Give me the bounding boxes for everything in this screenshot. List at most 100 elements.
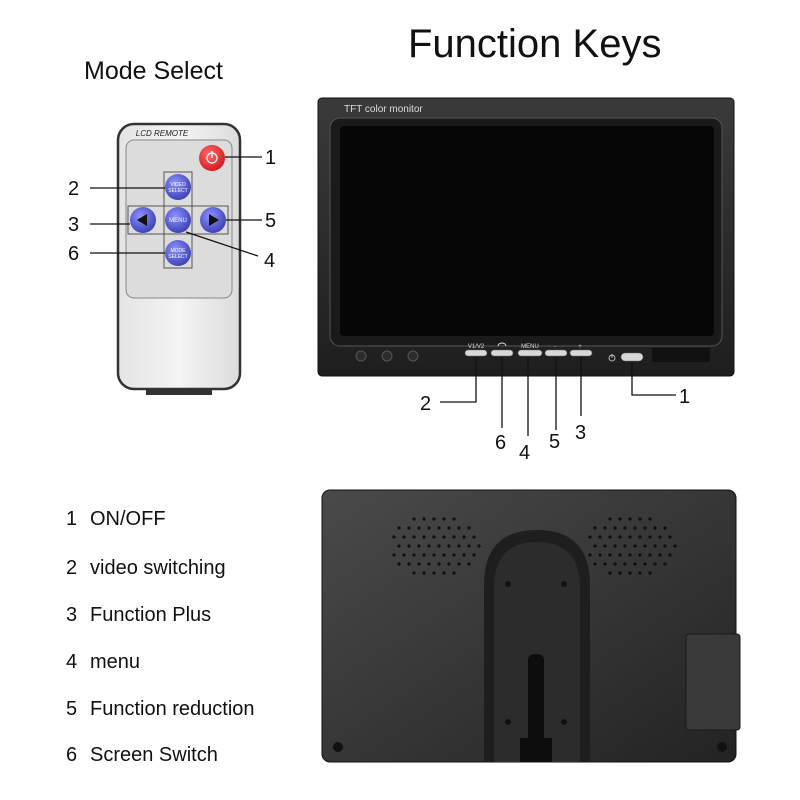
speaker-hole: [608, 535, 612, 539]
speaker-hole: [648, 517, 652, 521]
monitor-back: [321, 489, 741, 763]
speaker-hole: [603, 526, 607, 530]
speaker-hole: [412, 553, 416, 557]
speaker-hole: [457, 526, 461, 530]
speaker-hole: [462, 535, 466, 539]
monitor-key-power[interactable]: [620, 352, 644, 362]
speaker-hole: [472, 553, 476, 557]
svg-text:MENU: MENU: [521, 344, 539, 350]
svg-text:MENU: MENU: [169, 218, 187, 224]
speaker-hole: [663, 544, 667, 548]
svg-text:+: +: [578, 344, 582, 350]
speaker-hole: [397, 562, 401, 566]
speaker-hole: [638, 517, 642, 521]
svg-text:VIDEO: VIDEO: [170, 182, 186, 188]
speaker-hole: [618, 535, 622, 539]
speaker-hole: [593, 544, 597, 548]
speaker-hole: [397, 526, 401, 530]
speaker-hole: [593, 562, 597, 566]
speaker-hole: [467, 544, 471, 548]
svg-text:4: 4: [264, 250, 275, 272]
speaker-hole: [407, 544, 411, 548]
svg-text:4: 4: [519, 442, 530, 464]
speaker-hole: [447, 526, 451, 530]
monitor-key-menu[interactable]: [517, 349, 543, 357]
video-select-button[interactable]: VIDEO SELECT: [165, 174, 191, 200]
speaker-hole: [628, 535, 632, 539]
speaker-hole: [422, 571, 426, 575]
speaker-hole: [432, 571, 436, 575]
speaker-hole: [638, 571, 642, 575]
svg-text:1: 1: [679, 386, 690, 408]
speaker-hole: [427, 562, 431, 566]
right-arrow-button[interactable]: [200, 207, 226, 233]
speaker-hole: [618, 571, 622, 575]
speaker-hole: [447, 544, 451, 548]
mode-select-button[interactable]: MODE SELECT: [165, 240, 191, 266]
speaker-hole: [392, 553, 396, 557]
speaker-hole: [422, 553, 426, 557]
speaker-hole: [618, 553, 622, 557]
svg-text:5: 5: [265, 210, 276, 232]
mode-select-title: Mode Select: [84, 57, 223, 85]
speaker-hole: [588, 553, 592, 557]
monitor-front: TFT color monitor V1/V2 MENU - +: [317, 97, 735, 464]
svg-text:1: 1: [265, 147, 276, 169]
power-button[interactable]: [199, 145, 225, 171]
speaker-hole: [643, 526, 647, 530]
power-icon: [608, 354, 616, 362]
speaker-hole: [457, 562, 461, 566]
speaker-hole: [402, 535, 406, 539]
speaker-hole: [442, 553, 446, 557]
speaker-hole: [668, 535, 672, 539]
speaker-hole: [417, 544, 421, 548]
monitor-key-v1v2[interactable]: [464, 349, 488, 357]
speaker-hole: [392, 535, 396, 539]
menu-button[interactable]: MENU: [165, 207, 191, 233]
monitor-key-minus[interactable]: [544, 349, 568, 357]
speaker-hole: [407, 526, 411, 530]
speaker-hole: [608, 517, 612, 521]
speaker-hole: [663, 526, 667, 530]
speaker-hole: [402, 553, 406, 557]
speaker-hole: [633, 526, 637, 530]
monitor-keys: [464, 349, 644, 362]
speaker-hole: [623, 544, 627, 548]
speaker-hole: [633, 562, 637, 566]
speaker-hole: [598, 535, 602, 539]
speaker-grille-left: [392, 517, 481, 575]
monitor-key-screen-switch[interactable]: [490, 349, 514, 357]
speaker-hole: [608, 571, 612, 575]
speaker-hole: [638, 535, 642, 539]
speaker-hole: [628, 517, 632, 521]
speaker-hole: [412, 517, 416, 521]
svg-text:6: 6: [68, 243, 79, 265]
svg-text:2: 2: [420, 393, 431, 415]
svg-text:V1/V2: V1/V2: [468, 344, 485, 350]
speaker-hole: [608, 553, 612, 557]
svg-text:SELECT: SELECT: [168, 188, 187, 194]
speaker-hole: [437, 562, 441, 566]
speaker-hole: [658, 553, 662, 557]
speaker-hole: [447, 562, 451, 566]
speaker-hole: [628, 571, 632, 575]
speaker-hole: [603, 562, 607, 566]
speaker-hole: [452, 517, 456, 521]
speaker-hole: [442, 517, 446, 521]
speaker-hole: [648, 535, 652, 539]
speaker-hole: [643, 544, 647, 548]
monitor-key-plus[interactable]: [569, 349, 593, 357]
svg-text:2: 2: [68, 178, 79, 200]
speaker-hole: [432, 535, 436, 539]
speaker-hole: [417, 562, 421, 566]
speaker-hole: [628, 553, 632, 557]
speaker-hole: [613, 562, 617, 566]
speaker-hole: [442, 571, 446, 575]
right-arrow-icon: [209, 214, 219, 226]
left-arrow-button[interactable]: [130, 207, 156, 233]
